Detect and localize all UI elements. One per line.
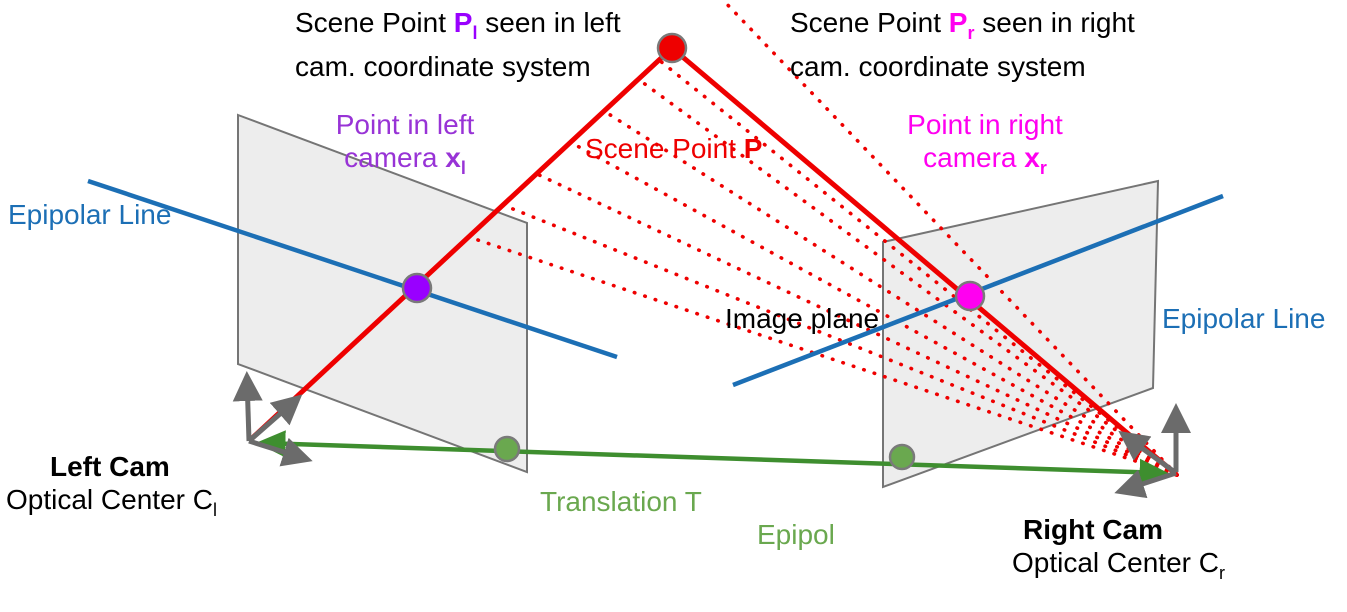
label-text: Point in right xyxy=(907,109,1063,140)
epipolar-line-left xyxy=(87,178,618,360)
point-subscript: r xyxy=(1039,158,1047,178)
label-point-in-left-camera: Point in left camera xl xyxy=(300,108,510,185)
left-axis-up-icon xyxy=(232,371,263,442)
point-subscript: l xyxy=(212,500,217,520)
caption-text: seen in left xyxy=(477,7,621,38)
epipolar-ray-dotted xyxy=(467,235,1179,477)
epipolar-ray-dotted xyxy=(501,203,1179,477)
epipolar-ray-dotted xyxy=(535,172,1179,477)
left-axis-optical-icon xyxy=(247,394,303,443)
point-subscript: r xyxy=(967,23,975,43)
caption-text: cam. coordinate system xyxy=(295,51,591,82)
label-text: Optical Center C xyxy=(6,484,213,515)
right-image-plane xyxy=(882,179,1160,489)
label-epipol: Epipol xyxy=(757,518,835,551)
caption-text: seen in right xyxy=(974,7,1135,38)
epipolar-ray-dotted xyxy=(602,109,1179,477)
epipolar-ray-dotted xyxy=(657,58,1179,477)
label-epipolar-line-left: Epipolar Line xyxy=(8,198,171,231)
label-text: Epipol xyxy=(757,519,835,550)
right-projection-ray xyxy=(670,46,1179,477)
label-text: camera xyxy=(923,142,1025,173)
label-text: Left Cam xyxy=(50,451,170,482)
label-epipolar-line-right: Epipolar Line xyxy=(1162,302,1325,335)
right-axis-left-icon xyxy=(1114,469,1177,499)
label-text: Translation T xyxy=(540,486,702,517)
label-text: Optical Center C xyxy=(1012,547,1219,578)
epipolar-ray-dotted xyxy=(636,77,1179,477)
translation-vector xyxy=(256,430,1169,486)
caption-scene-point-left: Scene Point Pl seen in left cam. coordin… xyxy=(295,6,621,83)
label-text: Image plane xyxy=(725,303,880,334)
caption-scene-point-right: Scene Point Pr seen in right cam. coordi… xyxy=(790,6,1135,83)
label-text: Point in left xyxy=(335,109,475,140)
point-symbol: P xyxy=(453,7,473,38)
left-image-point-dot xyxy=(401,272,433,304)
point-subscript: l xyxy=(460,158,466,178)
left-projection-ray xyxy=(247,46,674,443)
scene-point-dot xyxy=(656,32,688,64)
epipolar-pencil-dotted-rays xyxy=(467,0,1179,477)
point-symbol: P xyxy=(948,7,968,38)
caption-text: Scene Point xyxy=(295,7,454,38)
left-camera-axes xyxy=(232,371,313,467)
point-symbol: x xyxy=(1024,142,1040,173)
label-text: Right Cam xyxy=(1023,514,1163,545)
right-axis-optical-icon xyxy=(1118,430,1178,476)
label-scene-point: Scene Point P xyxy=(585,132,762,165)
left-epipole-dot xyxy=(493,435,521,463)
label-text: Epipolar Line xyxy=(8,199,172,230)
label-text: camera xyxy=(344,142,446,173)
label-point-in-right-camera: Point in right camera xr xyxy=(885,108,1085,185)
label-text: Scene Point xyxy=(585,133,744,164)
right-epipole-dot xyxy=(888,443,916,471)
point-subscript: l xyxy=(472,23,478,43)
label-translation: Translation T xyxy=(540,485,702,518)
left-axis-right-icon xyxy=(248,437,313,467)
label-left-cam: Left Cam Optical Center Cl xyxy=(6,450,217,527)
point-symbol: x xyxy=(445,142,461,173)
caption-text: Scene Point xyxy=(790,7,949,38)
right-camera-axes xyxy=(1114,402,1191,499)
point-subscript: r xyxy=(1218,563,1225,583)
point-symbol: P xyxy=(743,133,763,164)
caption-text: cam. coordinate system xyxy=(790,51,1086,82)
label-right-cam: Right Cam Optical Center Cr xyxy=(1012,513,1225,590)
epipolar-ray-dotted xyxy=(721,0,1179,477)
label-image-plane: Image plane xyxy=(725,302,879,335)
label-text: Epipolar Line xyxy=(1162,303,1326,334)
right-image-point-dot xyxy=(954,280,986,312)
